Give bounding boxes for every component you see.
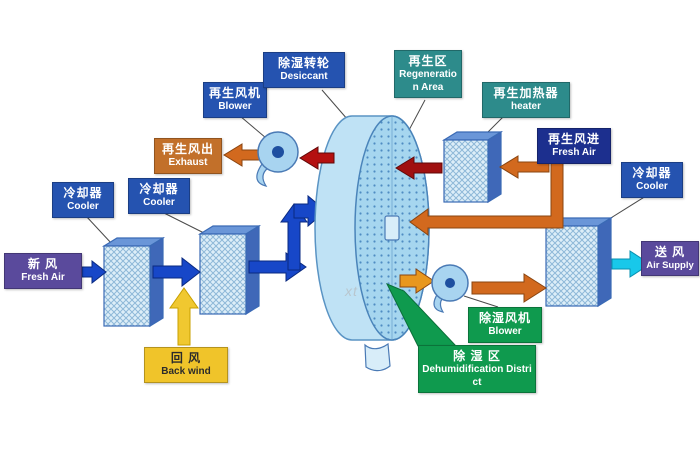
arrow-air-supply (611, 250, 651, 278)
heater-unit (441, 130, 504, 204)
label-air-supply: 送 风 Air Supply (641, 241, 699, 276)
label-desiccant-wheel: 除湿转轮 Desiccant (263, 52, 345, 88)
arrow-blower-to-right-cooler (471, 273, 547, 303)
label-cooler-right: 冷却器 Cooler (621, 162, 683, 198)
cooler-unit-left-1 (101, 236, 166, 328)
wheel-ribbon (364, 342, 391, 372)
arrow-cooler1-to-cooler2 (152, 256, 201, 288)
regen-blower-fan (256, 131, 299, 187)
dehum-blower-fan (431, 264, 469, 313)
label-back-wind: 回 风 Back wind (144, 347, 228, 383)
label-regen-heater: 再生加热器 heater (482, 82, 570, 118)
label-fresh-air: 新 风 Fresh Air (4, 253, 82, 289)
arrow-into-heater (499, 155, 550, 179)
arrow-wheel-to-regen-blower (299, 146, 335, 170)
wheel-hub (384, 215, 400, 241)
label-cooler-left-1: 冷却器 Cooler (52, 182, 114, 218)
label-exhaust: 再生风出 Exhaust (154, 138, 222, 174)
label-connector-lines (85, 89, 647, 308)
cooler-unit-right (543, 216, 614, 308)
label-regen-fresh-air: 再生风进 Fresh Air (537, 128, 611, 164)
arrow-wheel-to-dehum-blower (399, 268, 435, 294)
label-cooler-left-2: 冷却器 Cooler (128, 178, 190, 214)
label-dehum-blower: 除湿风机 Blower (468, 307, 542, 343)
arrow-freshair-to-cooler1 (81, 259, 107, 285)
label-regen-blower: 再生风机 Blower (203, 82, 267, 118)
arrow-regen-inlet-elbow (409, 157, 564, 236)
label-dehum-district: 除 湿 区 Dehumidification District (418, 345, 536, 393)
watermark-text: xt (345, 283, 358, 299)
arrow-back-wind-up (169, 287, 199, 346)
arrow-heater-to-wheel (395, 156, 443, 180)
arrow-blower-to-exhaust (223, 143, 261, 167)
process-air-arrows (81, 194, 327, 288)
label-regeneration-area: 再生区 Regeneration Area (394, 50, 462, 98)
